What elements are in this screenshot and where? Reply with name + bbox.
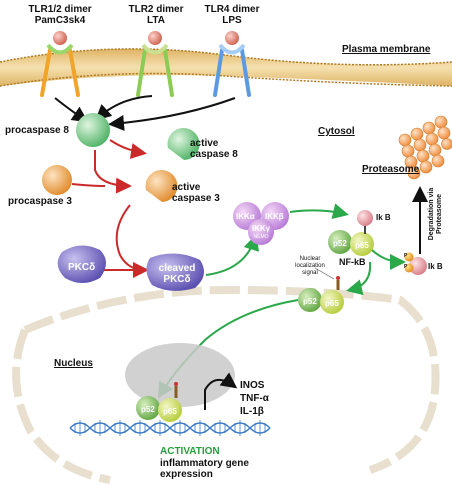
pkcd-shape — [57, 245, 106, 283]
phospho-ikb-label: Ik B — [428, 262, 443, 271]
arrow-procasp3-join — [71, 183, 106, 187]
nfkb-ikb-complex — [328, 210, 374, 256]
tlr4-receptor — [213, 31, 251, 97]
proteasome-shape — [398, 115, 452, 180]
active-caspase3-shape — [145, 170, 178, 202]
active-caspase8-shape — [167, 128, 200, 160]
chromatin-blob — [125, 343, 235, 407]
cleaved-pkcd-shape — [146, 253, 204, 291]
arrow-casp3-to-pkc — [115, 204, 149, 278]
cytosol-label: Cytosol — [318, 126, 355, 137]
nuclear-nfkb — [136, 382, 182, 422]
arrow-ikb-phospho — [371, 249, 406, 270]
arrow-ikk-to-ikb — [289, 203, 349, 219]
phospho-p1-label: P — [404, 253, 408, 259]
p52-label-free: p52 — [303, 297, 317, 306]
ikb-label: Ik B — [376, 213, 391, 222]
proteasome-label: Proteasome — [362, 164, 420, 175]
arrow-pkc-to-ikk — [205, 234, 260, 276]
nfkb-label: NF-kB — [339, 257, 366, 267]
arrow-casp3-activate — [94, 150, 132, 194]
p65-label-nucleus: p65 — [163, 407, 177, 416]
p65-label-free: p65 — [325, 299, 339, 308]
arrow-nfkb-release — [346, 261, 372, 296]
arrow-transcription — [204, 372, 238, 410]
pkcd-label: PKCδ — [68, 262, 96, 273]
free-nfkb — [298, 267, 344, 314]
gene-inos: INOS — [240, 380, 265, 391]
tlr12-receptor — [40, 31, 80, 97]
procaspase8-shape — [76, 113, 110, 147]
ikkb-label: IKKβ — [265, 212, 284, 221]
arrow-tlr2-to-casp8 — [95, 95, 153, 121]
phospho-p2-label: P — [404, 264, 408, 270]
p65-label-cytosol: p65 — [355, 241, 369, 250]
nucleus-label: Nucleus — [54, 358, 93, 369]
gene-tnf: TNF-α — [240, 393, 269, 404]
activation-label: ACTIVATION — [160, 446, 220, 457]
arrow-tlr12-to-casp8 — [54, 97, 89, 123]
gene-il1: IL-1β — [240, 406, 264, 417]
p52-label-cytosol: p52 — [333, 239, 347, 248]
ikk-complex — [233, 202, 289, 245]
nucleus-envelope — [23, 285, 440, 474]
tlr2-receptor — [136, 31, 174, 97]
dna-helix — [69, 420, 271, 436]
procaspase3-label: procaspase 3 — [8, 196, 72, 207]
procaspase8-label: procaspase 8 — [5, 125, 69, 136]
plasma-membrane-label: Plasma membrane — [342, 44, 431, 55]
nucleus-envelope-left — [12, 328, 111, 484]
phospho-ikb — [404, 252, 427, 275]
procaspase3-shape — [42, 165, 72, 195]
arrow-tlr4-to-casp8 — [108, 97, 236, 131]
arrow-casp8-activate — [109, 139, 147, 159]
p52-label-nucleus: p52 — [141, 405, 155, 414]
ikka-label: IKKα — [236, 212, 255, 221]
